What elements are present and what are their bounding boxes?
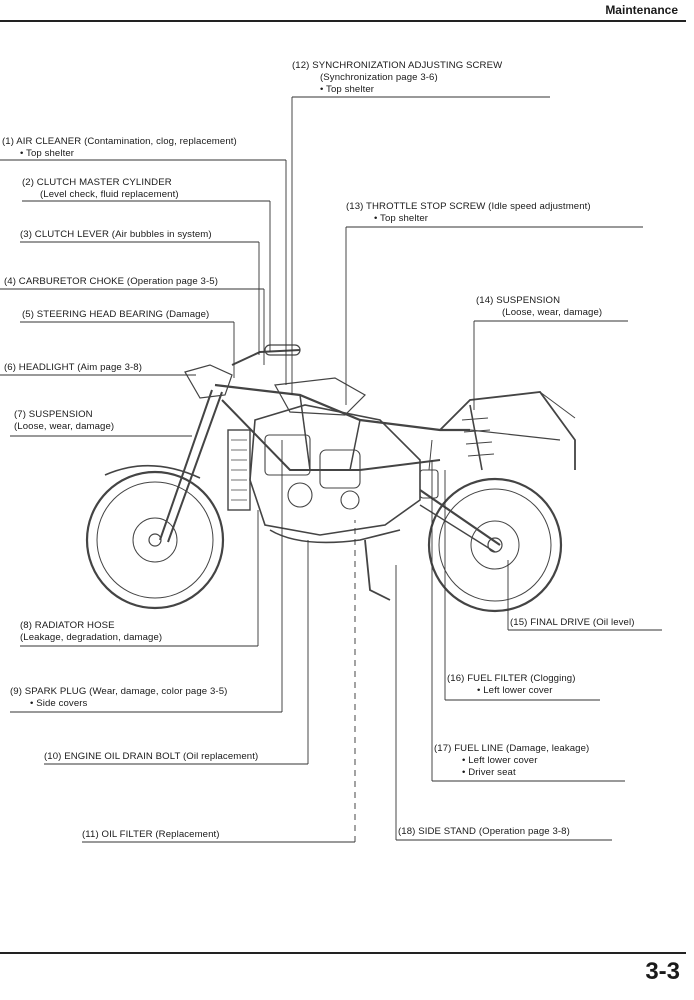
callout-title: (7) SUSPENSION: [14, 409, 93, 420]
callout-steering-head-bearing: (5) STEERING HEAD BEARING (Damage): [22, 309, 209, 321]
section-title: Maintenance: [605, 3, 678, 17]
callout-side-stand: (18) SIDE STAND (Operation page 3-8): [398, 826, 570, 838]
callout-spark-plug: (9) SPARK PLUG (Wear, damage, color page…: [10, 686, 227, 710]
header-rule: [0, 20, 686, 22]
callout-title: (14) SUSPENSION: [476, 295, 561, 306]
callout-title: (13) THROTTLE STOP SCREW (Idle speed adj…: [346, 201, 591, 212]
callout-title: (3) CLUTCH LEVER (Air bubbles in system): [20, 229, 212, 240]
callout-fuel-filter: (16) FUEL FILTER (Clogging) • Left lower…: [447, 673, 576, 697]
callout-note: (Loose, wear, damage): [502, 307, 603, 318]
callout-engine-oil-drain-bolt: (10) ENGINE OIL DRAIN BOLT (Oil replacem…: [44, 751, 258, 763]
callout-note: • Left lower cover: [462, 755, 538, 766]
callout-clutch-lever: (3) CLUTCH LEVER (Air bubbles in system): [20, 229, 212, 241]
callout-title: (1) AIR CLEANER (Contamination, clog, re…: [2, 136, 237, 147]
callout-note: (Loose, wear, damage): [14, 421, 115, 432]
callout-title: (5) STEERING HEAD BEARING (Damage): [22, 309, 210, 320]
callout-title: (10) ENGINE OIL DRAIN BOLT (Oil replacem…: [44, 751, 259, 762]
callout-clutch-master-cylinder: (2) CLUTCH MASTER CYLINDER (Level check,…: [22, 177, 179, 201]
callout-title: (18) SIDE STAND (Operation page 3-8): [398, 826, 570, 837]
callout-air-cleaner: (1) AIR CLEANER (Contamination, clog, re…: [2, 136, 237, 160]
callout-carburetor-choke: (4) CARBURETOR CHOKE (Operation page 3-5…: [4, 276, 218, 288]
callout-headlight: (6) HEADLIGHT (Aim page 3-8): [4, 362, 142, 374]
motorcycle-illustration: [85, 344, 576, 613]
footer-rule: [0, 952, 686, 954]
callout-note: • Driver seat: [462, 767, 516, 778]
leader-lines: [0, 96, 662, 843]
callout-note: (Synchronization page 3-6): [320, 72, 438, 83]
callout-oil-filter: (11) OIL FILTER (Replacement): [82, 829, 220, 841]
callout-title: (6) HEADLIGHT (Aim page 3-8): [4, 362, 143, 373]
callout-note: • Side covers: [30, 698, 88, 709]
callout-synchronization-screw: (12) SYNCHRONIZATION ADJUSTING SCREW (Sy…: [292, 60, 502, 96]
callout-title: (9) SPARK PLUG (Wear, damage, color page…: [10, 686, 228, 697]
callout-note: (Leakage, degradation, damage): [20, 632, 163, 643]
callout-note: • Top shelter: [320, 84, 375, 95]
callout-note: • Top shelter: [20, 148, 75, 159]
callout-title: (8) RADIATOR HOSE: [20, 620, 115, 631]
callout-title: (17) FUEL LINE (Damage, leakage): [434, 743, 590, 754]
callout-throttle-stop-screw: (13) THROTTLE STOP SCREW (Idle speed adj…: [346, 201, 591, 225]
callout-title: (2) CLUTCH MASTER CYLINDER: [22, 177, 172, 188]
callout-title: (4) CARBURETOR CHOKE (Operation page 3-5…: [4, 276, 218, 287]
callout-fuel-line: (17) FUEL LINE (Damage, leakage) • Left …: [434, 743, 589, 779]
callout-note: • Top shelter: [374, 213, 429, 224]
page-number: 3-3: [645, 958, 680, 985]
callout-title: (16) FUEL FILTER (Clogging): [447, 673, 576, 684]
callout-rear-suspension: (14) SUSPENSION (Loose, wear, damage): [476, 295, 602, 319]
callout-title: (12) SYNCHRONIZATION ADJUSTING SCREW: [292, 60, 503, 71]
callout-note: • Left lower cover: [477, 685, 553, 696]
callout-radiator-hose: (8) RADIATOR HOSE (Leakage, degradation,…: [20, 620, 162, 644]
callout-final-drive: (15) FINAL DRIVE (Oil level): [510, 617, 635, 629]
callout-front-suspension: (7) SUSPENSION (Loose, wear, damage): [14, 409, 114, 433]
callout-note: (Level check, fluid replacement): [40, 189, 179, 200]
callout-title: (11) OIL FILTER (Replacement): [82, 829, 220, 840]
callout-title: (15) FINAL DRIVE (Oil level): [510, 617, 635, 628]
